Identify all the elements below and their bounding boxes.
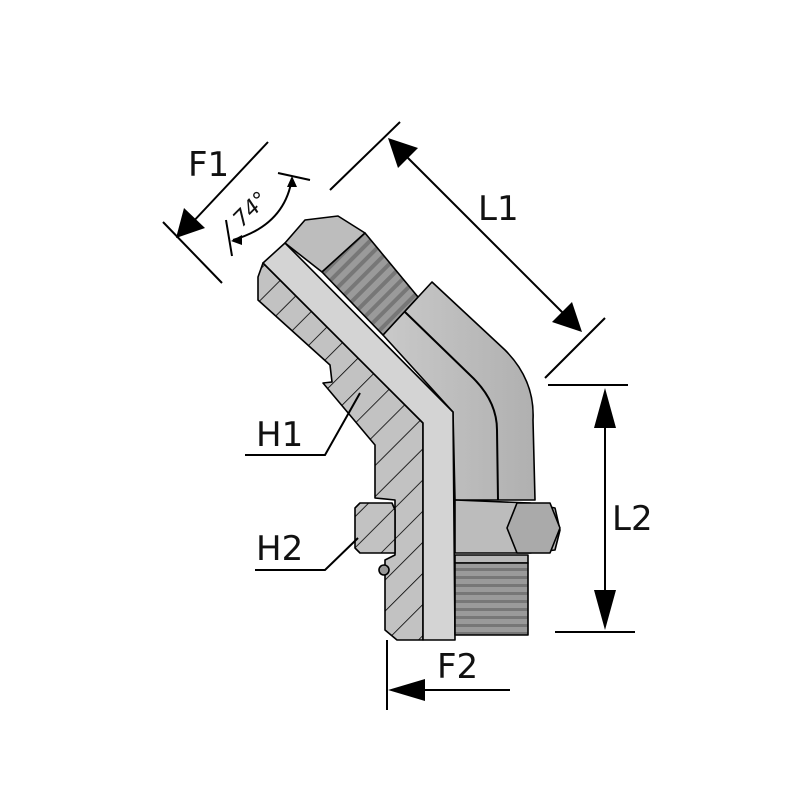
label-h1: H1 — [256, 415, 303, 455]
dimension-f1 — [162, 141, 311, 284]
label-l1: L1 — [478, 189, 519, 229]
upper-nose — [284, 215, 366, 273]
o-ring — [378, 564, 390, 576]
dimension-f2 — [386, 640, 510, 710]
elbow-inner-edge — [404, 311, 499, 501]
section-hatch — [257, 262, 424, 641]
bore — [262, 242, 456, 641]
label-h2: H2 — [256, 529, 303, 569]
dimension-l2 — [548, 384, 635, 633]
lower-thread-collar — [454, 554, 529, 564]
leader-h2 — [255, 537, 359, 571]
label-angle: 74° — [229, 187, 274, 232]
seal-ring — [354, 502, 396, 554]
lower-thread — [454, 562, 529, 636]
upper-thread — [321, 232, 419, 336]
label-l2: L2 — [612, 499, 653, 539]
leader-h1 — [245, 392, 361, 456]
dimension-l1 — [329, 121, 606, 379]
label-f1: F1 — [188, 145, 229, 185]
label-f2: F2 — [437, 647, 478, 687]
hex-nut-facet — [506, 502, 561, 554]
